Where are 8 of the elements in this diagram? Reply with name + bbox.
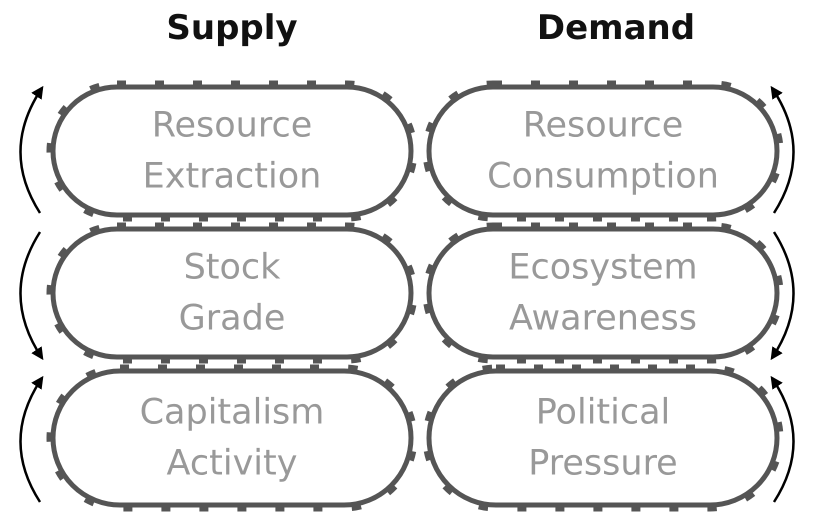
node-label: Capitalism Activity	[138, 391, 326, 485]
node-label: Resource Consumption	[486, 104, 720, 198]
column-heading: Supply	[166, 8, 298, 48]
node-label: Stock Grade	[178, 246, 286, 340]
node-label: Political Pressure	[527, 391, 679, 485]
node-label: Resource Extraction	[142, 104, 322, 198]
column-heading: Demand	[536, 8, 696, 48]
node-label: Ecosystem Awareness	[507, 246, 699, 340]
